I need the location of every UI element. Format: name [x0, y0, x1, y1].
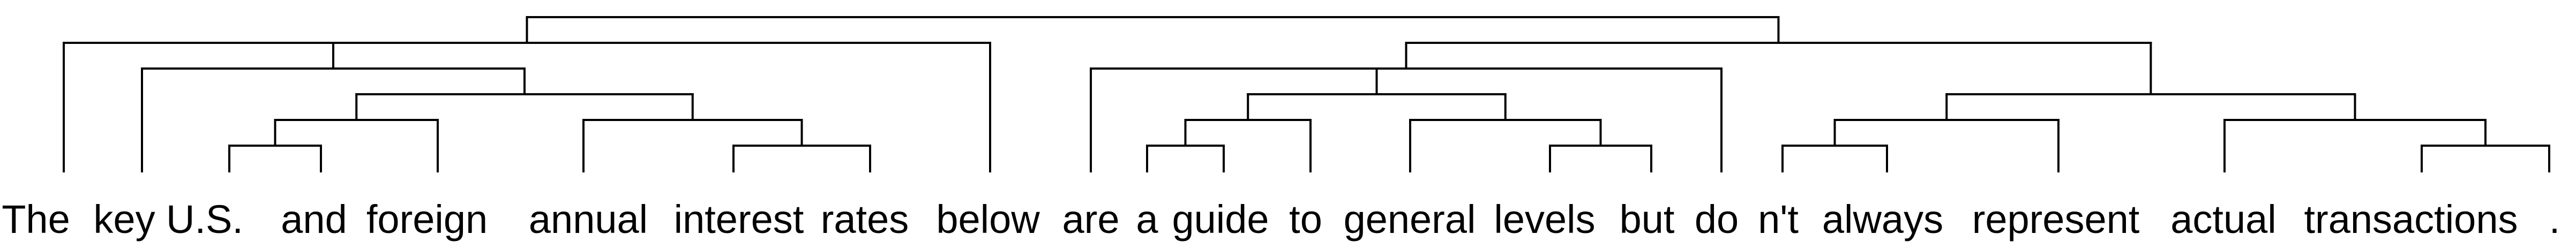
- tree-edges: [63, 16, 2550, 172]
- token-are: are: [1062, 197, 1120, 242]
- token-a: a: [1136, 197, 1158, 242]
- token-interest: interest: [674, 197, 804, 242]
- token-and: and: [281, 197, 347, 242]
- token-foreign: foreign: [366, 197, 488, 242]
- token-key: key: [93, 197, 155, 242]
- token-us: U.S.: [166, 197, 243, 242]
- sentence-text: The key U.S. and foreign annual interest…: [2, 197, 2560, 242]
- token-always: always: [1822, 197, 1943, 242]
- token-transactions: transactions: [2304, 197, 2518, 242]
- token-guide: guide: [1172, 197, 1269, 242]
- token-the: The: [2, 197, 70, 242]
- token-actual: actual: [2170, 197, 2276, 242]
- token-levels: levels: [1494, 197, 1595, 242]
- token-do: do: [1695, 197, 1739, 242]
- token-general: general: [1344, 197, 1476, 242]
- token-to: to: [1289, 197, 1322, 242]
- token-represent: represent: [1972, 197, 2140, 242]
- token-but: but: [1620, 197, 1675, 242]
- token-period: .: [2549, 197, 2560, 242]
- token-rates: rates: [821, 197, 909, 242]
- token-annual: annual: [529, 197, 648, 242]
- token-nt: n't: [1758, 197, 1799, 242]
- token-below: below: [936, 197, 1040, 242]
